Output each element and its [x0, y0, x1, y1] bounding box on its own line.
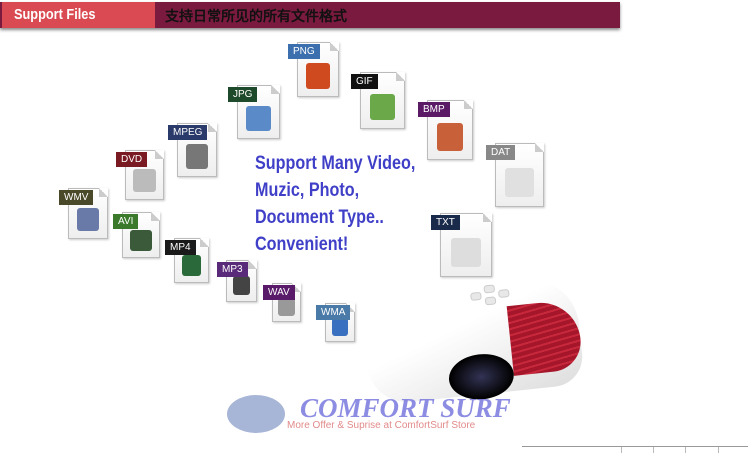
promo-line: Convenient! — [255, 234, 349, 255]
file-thumbnail — [306, 63, 330, 89]
file-type-label: MP4 — [165, 240, 196, 255]
projector-button — [497, 288, 510, 299]
file-thumbnail — [76, 207, 100, 232]
file-thumbnail — [436, 123, 464, 151]
promo-line: Support Many Video, — [255, 153, 416, 174]
file-thumbnail — [505, 167, 534, 198]
file-type-label: MP3 — [217, 262, 248, 277]
header-banner: Support Files 支持日常所见的所有文件格式 — [0, 2, 620, 28]
banner-title-en: Support Files — [14, 6, 96, 23]
file-type-label: AVI — [113, 214, 139, 229]
file-type-label: JPG — [228, 87, 258, 102]
file-type-label: WAV — [263, 285, 295, 300]
banner-title-cn: 支持日常所见的所有文件格式 — [165, 8, 347, 24]
projector-button — [484, 296, 497, 306]
file-thumbnail — [185, 143, 209, 169]
file-thumbnail — [130, 229, 152, 251]
projector-button — [483, 284, 496, 294]
file-thumbnail — [246, 105, 271, 131]
promo-line: Muzic, Photo, — [255, 180, 360, 201]
file-type-label: BMP — [418, 102, 450, 117]
banner-left-block: Support Files — [2, 2, 155, 28]
promo-text: Support Many Video, Muzic, Photo, Docume… — [255, 150, 415, 258]
projector-vent — [506, 298, 584, 376]
file-thumbnail — [451, 237, 481, 268]
file-type-label: MPEG — [168, 125, 208, 140]
file-type-label: TXT — [431, 215, 460, 230]
file-thumbnail — [278, 298, 295, 316]
table-edge — [522, 446, 748, 453]
file-thumbnail — [133, 169, 156, 193]
file-thumbnail — [331, 318, 349, 336]
document-icon — [174, 238, 209, 283]
projector-image — [359, 274, 586, 406]
file-type-label: DAT — [486, 145, 516, 160]
document-icon — [226, 260, 257, 302]
file-thumbnail — [232, 276, 251, 296]
file-thumbnail — [369, 93, 396, 121]
watermark-brand: COMFORT SURF — [300, 393, 511, 423]
file-type-label: WMA — [316, 305, 351, 320]
watermark-logo — [227, 395, 285, 433]
file-thumbnail — [181, 255, 202, 276]
file-type-label: WMV — [59, 190, 94, 205]
file-type-label: DVD — [116, 152, 148, 167]
file-type-label: PNG — [288, 44, 320, 59]
promo-line: Document Type.. — [255, 207, 384, 228]
projector-button — [470, 291, 482, 301]
file-type-label: GIF — [351, 74, 378, 89]
watermark-tagline: More Offer & Suprise at ComfortSurf Stor… — [287, 420, 476, 431]
